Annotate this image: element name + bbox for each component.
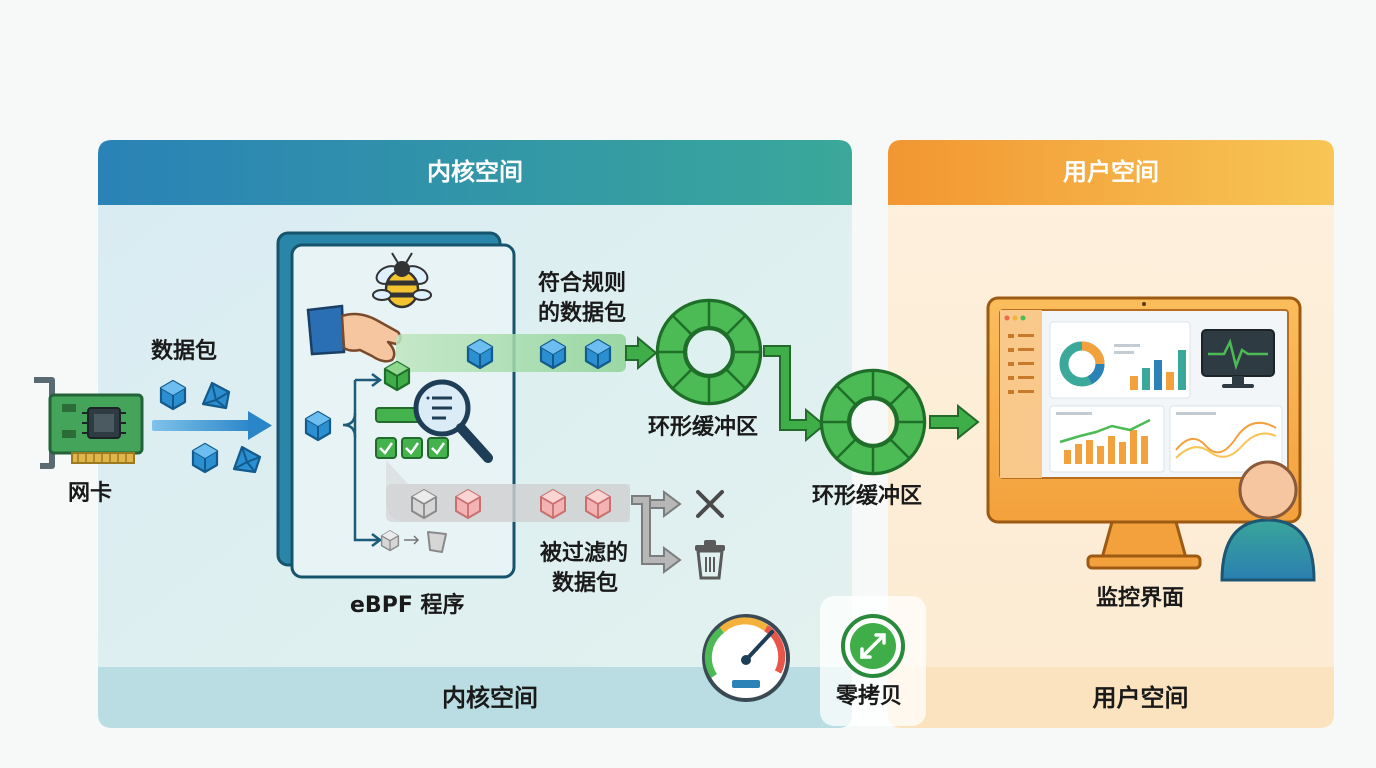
speed-gauge-icon <box>702 614 790 702</box>
filtered-label-line2: 数据包 <box>552 571 619 596</box>
incoming-packets <box>159 379 262 474</box>
user-space-header: 用户空间 <box>1063 158 1159 186</box>
input-packet <box>304 410 332 442</box>
bee-logo-icon <box>372 252 432 309</box>
filtered-stream <box>386 460 682 574</box>
filtered-label-line1: 被过滤的 <box>540 541 629 566</box>
filter-bracket <box>342 373 383 547</box>
kernel-space-footer: 内核空间 <box>442 684 538 712</box>
nic-icon <box>34 377 144 469</box>
matched-label-line1: 符合规则 <box>538 271 627 296</box>
magnifier-icon <box>413 379 493 463</box>
monitor-icon <box>986 296 1302 570</box>
matched-label-line2: 的数据包 <box>538 301 627 326</box>
zero-copy-box <box>820 596 926 726</box>
ring-buffer-2-icon <box>819 368 927 476</box>
ring-buffer-2-label: 环形缓冲区 <box>812 484 923 509</box>
filtered-packet <box>540 489 566 519</box>
ebpf-label: eBPF 程序 <box>350 593 465 618</box>
user-space-footer: 用户空间 <box>1092 684 1189 712</box>
matched-packet <box>466 338 494 370</box>
to-user-arrow <box>929 403 980 441</box>
ring-connector-arrow <box>763 345 826 443</box>
monitor-label: 监控界面 <box>1096 586 1185 611</box>
drop-x-icon <box>696 490 724 518</box>
zero-copy-label: 零拷贝 <box>836 684 903 709</box>
packets-label: 数据包 <box>151 339 218 364</box>
trash-icon <box>695 540 725 580</box>
input-arrow <box>152 411 272 440</box>
ring-buffer-1-icon <box>655 298 763 406</box>
matched-packet <box>539 338 567 370</box>
check-icons <box>375 437 449 459</box>
matched-packet <box>584 338 612 370</box>
ring-buffer-1-label: 环形缓冲区 <box>648 415 759 440</box>
hand-icon <box>306 304 402 363</box>
kernel-space-header: 内核空间 <box>427 158 523 186</box>
selected-packet <box>383 360 411 392</box>
filtered-packet <box>585 489 611 519</box>
matched-stream <box>396 334 658 372</box>
filtered-packet <box>411 489 437 519</box>
convert-mini-icon <box>380 530 447 553</box>
user-avatar <box>1220 460 1316 582</box>
nic-label: 网卡 <box>68 481 113 506</box>
filtered-packet <box>455 489 481 519</box>
